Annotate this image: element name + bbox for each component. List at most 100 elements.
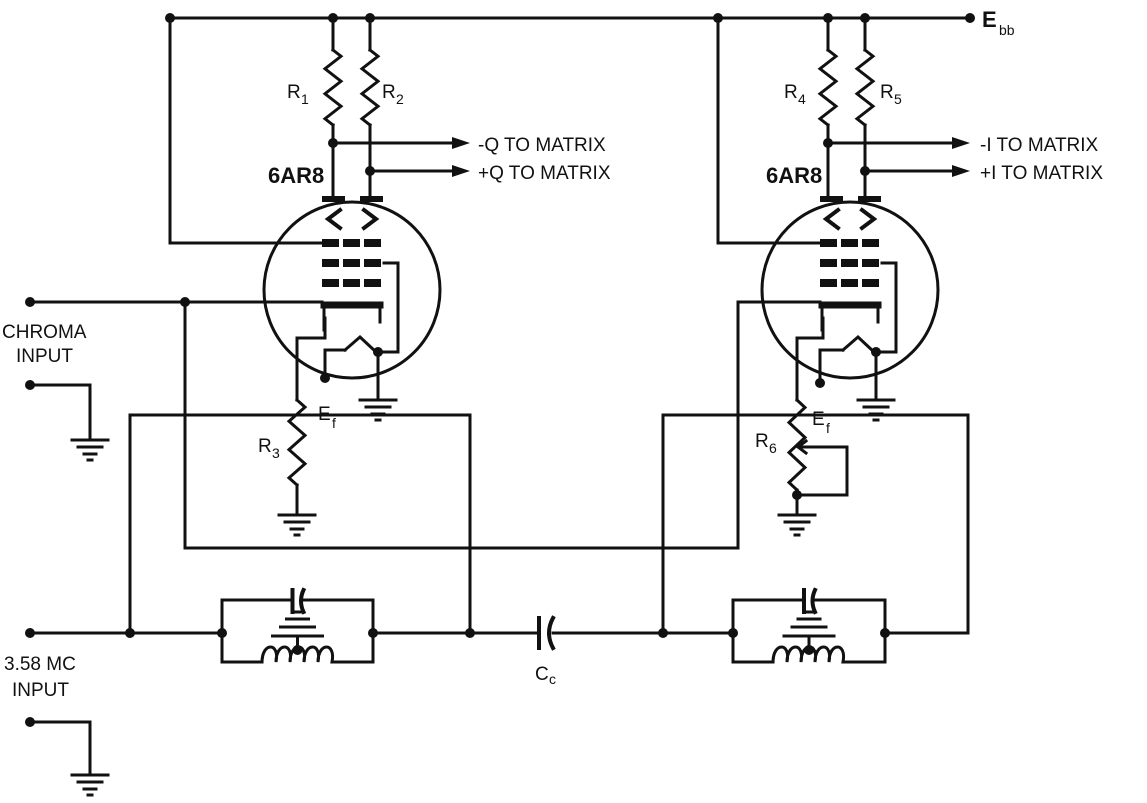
chroma-input-label-1: CHROMA [2,322,87,343]
grid-segment-left [364,279,381,287]
suppressor-tie-right [874,261,898,354]
tank-right-frame [731,598,887,664]
junction-dot [815,378,825,388]
tube-right-type: 6AR8 [766,163,822,188]
junction-dot [328,13,338,23]
arrow-icon [952,165,970,177]
grid-segment-right [841,259,858,267]
grid-segment-right [841,279,858,287]
r2-label: R [382,82,396,103]
plate-a-right [820,196,843,202]
screen-feed-left [168,16,324,245]
junction-dot [792,490,802,500]
ground-icon [856,398,896,422]
tube-envelope-left [262,200,442,380]
junction-dot [165,13,175,23]
r5-sub: 5 [894,91,902,107]
r4-sub: 4 [798,91,806,107]
tank-left-frame [220,598,375,664]
grid-segment-right [841,239,858,247]
r6-sub: 6 [769,440,777,456]
grid-segment-right [820,259,837,267]
ground-icon [358,398,398,422]
junction-dot [823,138,833,148]
grid-segment-right [862,259,879,267]
junction-dot [365,13,375,23]
grid-segment-right [862,279,879,287]
r5-label: R [880,82,894,103]
screen-feed-right [716,16,822,245]
plate-a-left [322,196,345,202]
rheostat-wiper-arrow [795,438,814,456]
grid-segment-left [322,239,339,247]
r2-sub: 2 [396,91,404,107]
tube-left-type: 6AR8 [268,163,324,188]
deflector-a-left [324,207,343,231]
heater-left [342,334,379,355]
grid-segment-right [820,239,837,247]
reference-input-label-1: 3.58 MC [4,654,76,675]
junction-dot [25,717,35,727]
junction-dot [860,13,870,23]
junction-dot [658,628,668,638]
cathode-right [820,303,880,332]
grid-segment-left [343,279,360,287]
minus-q-output-label: -Q TO MATRIX [478,135,606,156]
grid-segment-right [862,239,879,247]
plus-i-output-label: +I TO MATRIX [980,163,1103,184]
r1-sub: 1 [301,91,309,107]
ground-icon [777,513,817,537]
grid-segment-left [364,239,381,247]
junction-dot [25,380,35,390]
grid-segment-left [322,279,339,287]
grid-segment-left [343,259,360,267]
junction-dot [860,166,870,176]
junction-dot [365,166,375,176]
heater-right-sub: f [826,420,830,436]
grid-segment-left [343,239,360,247]
supply-label: E [982,7,997,32]
junction-dot [25,297,35,307]
grid-segment-left [364,259,381,267]
junction-dot [804,645,814,655]
r3-label: R [258,436,272,457]
junction-dot [965,13,975,23]
junction-dot [728,628,738,638]
deflector-loop-left [128,413,472,635]
chroma-input-label-2: INPUT [16,346,73,367]
suppressor-tie-left [376,261,400,354]
heater-lead-left [323,348,380,402]
tube-envelope-right [760,200,940,380]
coupling-cap-sub: c [549,671,556,687]
arrow-icon [952,137,970,149]
resistor-r2 [359,47,381,128]
resistor-r6 [786,397,808,493]
deflector-a-right [822,207,841,231]
supply-sub: bb [999,22,1015,38]
resistor-r5 [854,47,876,128]
heater-right-label: E [812,409,825,430]
ground-icon [70,773,110,797]
plate-b-right [858,196,881,202]
junction-dot [320,373,330,383]
tank-right-crystal-shield [782,610,836,638]
deflector-loop-right [661,413,970,635]
resistor-r3 [286,397,308,488]
rheostat-wiper-loop [795,445,849,497]
junction-dot [217,628,227,638]
ground-icon [277,513,317,537]
ground-icon [70,438,110,462]
r4-label: R [784,82,798,103]
junction-dot [368,628,378,638]
junction-dot [125,628,135,638]
heater-left-label: E [318,404,331,425]
chroma-cross-feed [183,300,822,550]
deflector-b-right [859,207,878,231]
junction-dot [871,347,881,357]
r3-sub: 3 [272,445,280,461]
reference-input-label-2: INPUT [12,680,69,701]
junction-dot [328,138,338,148]
heater-right [840,334,877,355]
